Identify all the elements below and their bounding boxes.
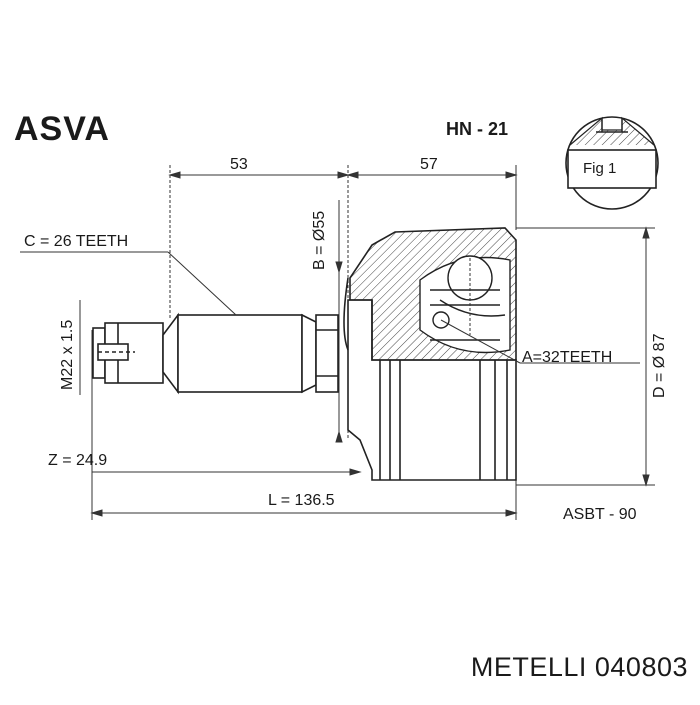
dim-z-value: Z = 24.9 bbox=[48, 452, 108, 469]
fig1-detail bbox=[565, 116, 659, 210]
z-dimension-line bbox=[92, 468, 362, 476]
footer-caption: METELLI 040803 bbox=[470, 652, 688, 682]
dim-bore-teeth: A=32TEETH bbox=[522, 349, 613, 366]
brand-logo: ASVA bbox=[14, 110, 110, 148]
dim-outer-diameter: D = Ø 87 bbox=[651, 333, 668, 398]
d-diameter-line bbox=[516, 226, 655, 487]
total-length-line bbox=[90, 330, 518, 520]
dim-shaft-teeth: C = 26 TEETH bbox=[24, 233, 129, 250]
dim-thread: M22 x 1.5 bbox=[59, 319, 76, 390]
dim-seal-diameter: B = Ø55 bbox=[311, 210, 328, 270]
part-code: HN - 21 bbox=[446, 119, 509, 139]
b-diameter-line bbox=[335, 200, 343, 443]
shaft bbox=[92, 312, 339, 395]
dim-left-length: 53 bbox=[230, 156, 248, 173]
dim-ref-code: ASBT - 90 bbox=[563, 506, 637, 523]
leader-lines bbox=[20, 251, 640, 364]
figure-label: Fig 1 bbox=[583, 160, 617, 177]
dim-total-length: L = 136.5 bbox=[268, 492, 335, 509]
inner-race bbox=[419, 255, 511, 354]
dim-right-length: 57 bbox=[420, 156, 438, 173]
